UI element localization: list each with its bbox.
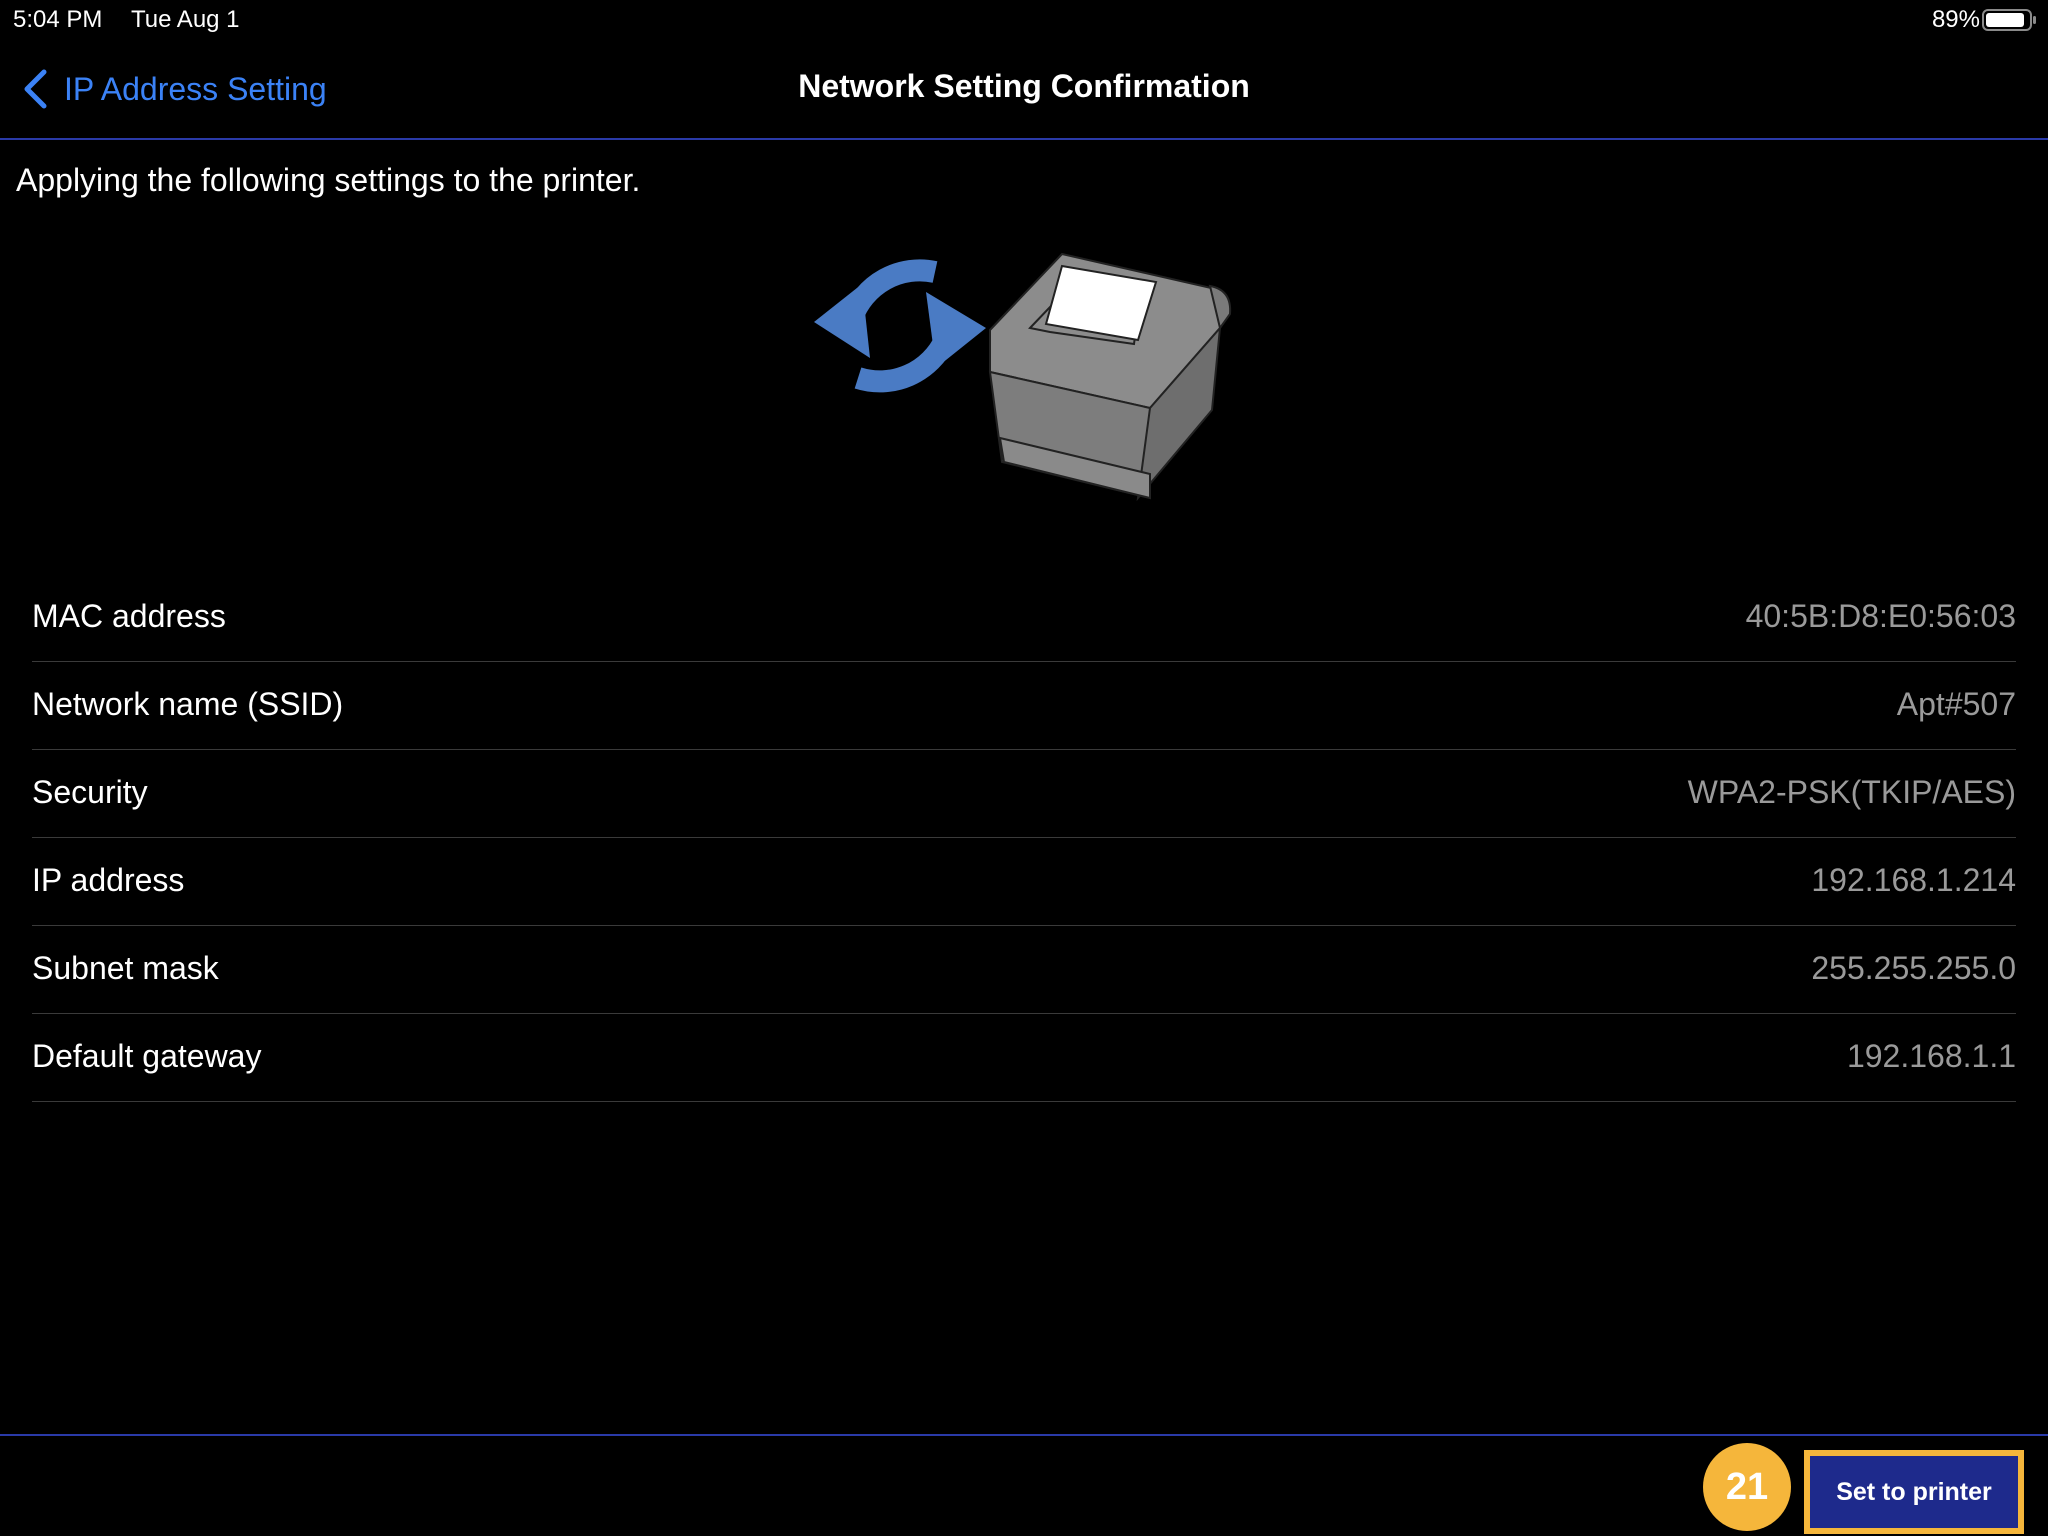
set-to-printer-button-label: Set to printer — [1836, 1477, 1992, 1506]
printer-illustration — [814, 252, 1232, 502]
row-value: 40:5B:D8:E0:56:03 — [1745, 598, 2016, 634]
step-number-badge: 21 — [1703, 1443, 1791, 1531]
intro-text: Applying the following settings to the p… — [16, 162, 641, 198]
status-date: Tue Aug 1 — [131, 6, 240, 33]
receipt-printer-icon — [988, 252, 1232, 502]
back-button-label: IP Address Setting — [64, 70, 327, 107]
chevron-left-icon — [24, 69, 47, 109]
row-value: 192.168.1.1 — [1846, 1038, 2016, 1074]
settings-row-ip-address: IP address 192.168.1.214 — [32, 838, 2016, 926]
navigation-bar: IP Address Setting Network Setting Confi… — [0, 40, 2048, 140]
bottom-toolbar — [0, 1434, 2048, 1536]
row-label: MAC address — [32, 598, 226, 634]
settings-row-mac-address: MAC address 40:5B:D8:E0:56:03 — [32, 574, 2016, 662]
settings-list: MAC address 40:5B:D8:E0:56:03 Network na… — [32, 574, 2016, 1102]
back-button[interactable]: IP Address Setting — [20, 66, 327, 112]
row-value: 255.255.255.0 — [1811, 950, 2016, 986]
row-value: 192.168.1.214 — [1811, 862, 2016, 898]
row-value: WPA2-PSK(TKIP/AES) — [1687, 774, 2016, 810]
row-label: Subnet mask — [32, 950, 219, 986]
row-value: Apt#507 — [1896, 686, 2016, 722]
sync-arrows-icon — [814, 259, 986, 393]
status-time: 5:04 PM — [13, 6, 103, 33]
set-to-printer-button[interactable]: Set to printer — [1804, 1450, 2024, 1534]
settings-row-default-gateway: Default gateway 192.168.1.1 — [32, 1014, 2016, 1102]
row-label: IP address — [32, 862, 185, 898]
settings-row-network-name: Network name (SSID) Apt#507 — [32, 662, 2016, 750]
row-label: Network name (SSID) — [32, 686, 344, 722]
settings-row-subnet-mask: Subnet mask 255.255.255.0 — [32, 926, 2016, 1014]
settings-row-security: Security WPA2-PSK(TKIP/AES) — [32, 750, 2016, 838]
battery-percent: 89% — [1931, 6, 1980, 33]
row-label: Default gateway — [32, 1038, 262, 1074]
page-title: Network Setting Confirmation — [798, 68, 1250, 104]
battery-icon — [1982, 9, 2036, 31]
status-bar: 5:04 PM Tue Aug 1 89% — [0, 0, 2048, 40]
row-label: Security — [32, 774, 148, 810]
